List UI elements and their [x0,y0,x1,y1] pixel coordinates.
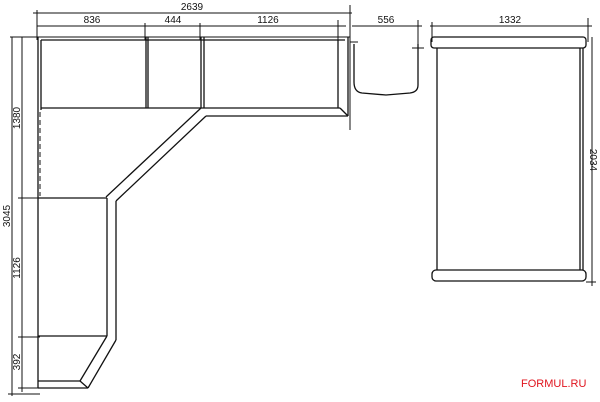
watermark: FORMUL.RU [521,378,586,390]
dim-upper-depth: 1380 [12,106,23,129]
dim-bottom-corner: 392 [12,353,23,370]
dim-total-width: 2639 [181,2,204,13]
dim-segment-3: 1126 [257,15,279,26]
dim-table-width: 1332 [499,15,522,26]
dim-total-height: 3045 [2,204,13,227]
sink-outline [353,44,419,96]
corner-kitchen-unit [37,37,349,389]
dim-lower-run: 1126 [12,257,23,279]
left-dimensions [8,37,40,396]
dim-table-length: 2034 [587,149,598,172]
dim-sink-width: 556 [378,15,395,26]
dim-segment-2: 444 [165,15,182,26]
table [430,36,596,286]
dim-segment-1: 836 [84,15,101,26]
top-dimensions [10,5,592,130]
